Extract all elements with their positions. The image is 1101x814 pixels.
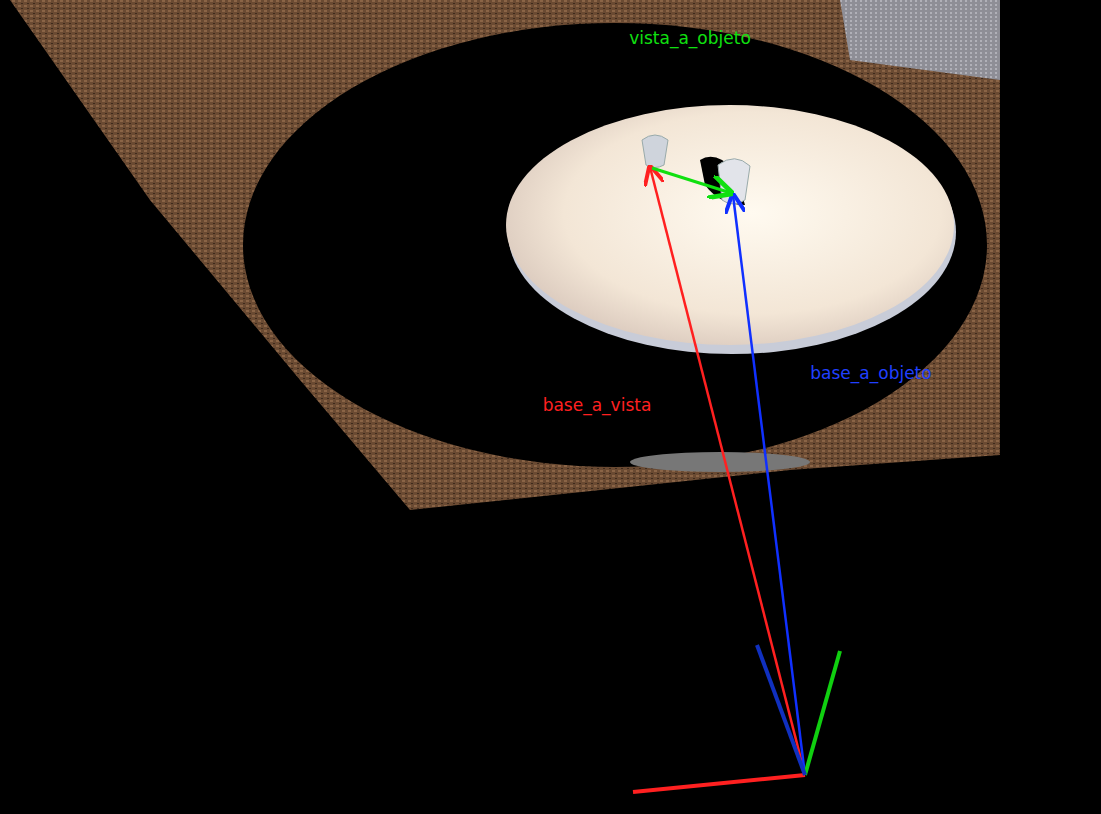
vector-label: base_a_objeto xyxy=(810,363,931,383)
vector-label: vista_a_objeto xyxy=(629,28,751,48)
axis-z xyxy=(757,645,805,775)
vector-label: base_a_vista xyxy=(543,395,652,415)
axis-x xyxy=(633,775,805,792)
vector-arrow xyxy=(652,168,731,193)
axis-y xyxy=(805,651,840,775)
object xyxy=(642,135,668,168)
floor-cloud xyxy=(10,0,1000,510)
turntable xyxy=(506,105,954,345)
table-edge xyxy=(630,452,810,472)
vector-arrow xyxy=(650,167,805,775)
vector-arrow xyxy=(733,195,805,775)
wall-cloud xyxy=(840,0,1000,80)
table-shadow xyxy=(243,23,987,467)
